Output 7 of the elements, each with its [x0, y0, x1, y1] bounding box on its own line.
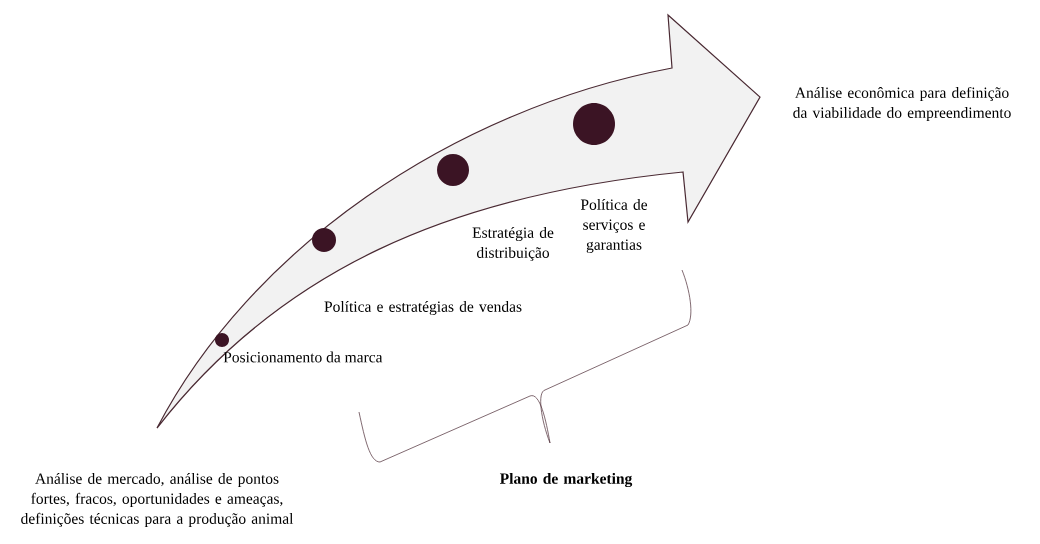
label: Política e estratégias de vendas	[324, 300, 522, 316]
label: Posicionamento da marca	[223, 351, 383, 363]
label: Política de serviços e garantias	[580, 198, 648, 254]
label: Plano de marketing	[499, 472, 633, 488]
label: Análise de mercado, análise de pontos fortes, fracos, oportunidades e ameaças, definições técnicas para a produção animal	[21, 472, 294, 528]
label: Análise econômica para definição da viabilidade do empreendimento	[793, 86, 1011, 122]
label: Estratégia de distribuição	[472, 226, 554, 262]
